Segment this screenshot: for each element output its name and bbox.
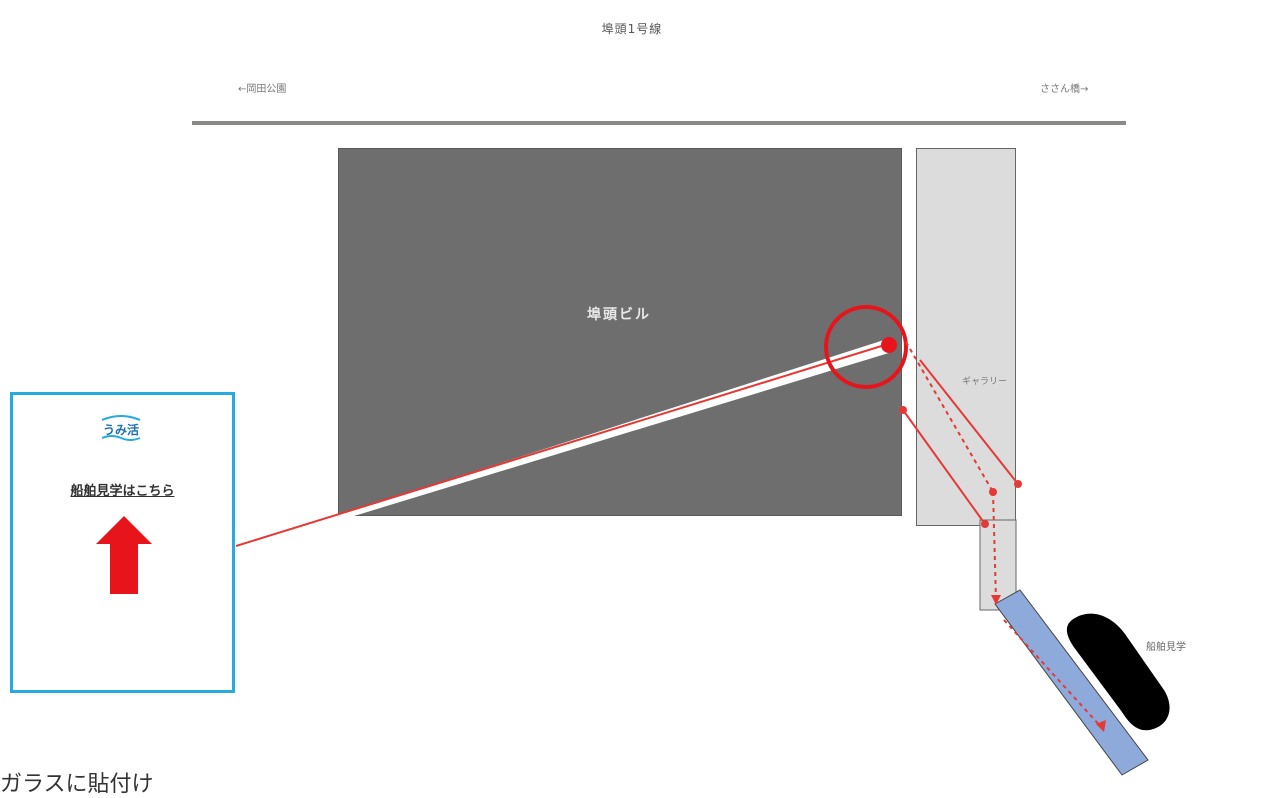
route-dashed-2 xyxy=(992,491,997,601)
pier-building xyxy=(338,148,902,516)
connector-walkway xyxy=(979,519,1017,611)
building-label: 埠頭ビル xyxy=(587,307,651,323)
route-title: 埠頭1号線 xyxy=(601,22,663,36)
gallery-corridor xyxy=(916,148,1016,526)
road-line xyxy=(192,121,1126,125)
route-line-1 xyxy=(919,359,1019,485)
route-waypoint-2 xyxy=(989,488,997,496)
route-arrowhead-1 xyxy=(991,595,1001,605)
direction-right-label: ささん橋→ xyxy=(1040,84,1089,95)
route-dashed-3 xyxy=(1003,619,1103,729)
route-waypoint-1 xyxy=(899,406,907,414)
caption-text: ガラスに貼付け xyxy=(0,772,154,797)
leader-highlight xyxy=(236,340,892,552)
route-dashed-1 xyxy=(905,341,994,493)
ship-tour-label: 船舶見学 xyxy=(1146,642,1186,653)
gangway-pier xyxy=(994,589,1149,776)
sign-text: 船舶見学はこちら xyxy=(70,484,175,499)
gallery-label: ギャラリー xyxy=(962,377,1008,387)
route-waypoint-3 xyxy=(981,520,989,528)
route-waypoint-4 xyxy=(1014,480,1022,488)
direction-left-label: ←岡田公園 xyxy=(238,84,287,95)
route-line-2 xyxy=(902,409,986,525)
route-arrowhead-2 xyxy=(1096,720,1106,732)
leader-line xyxy=(235,343,889,547)
umikatsu-logo: うみ活 xyxy=(101,415,141,441)
ship-shape xyxy=(1066,613,1170,731)
logo-text: うみ活 xyxy=(103,422,139,437)
sign-location-circle xyxy=(824,305,908,389)
up-arrow-icon xyxy=(96,516,152,594)
sign-location-dot xyxy=(881,337,897,353)
